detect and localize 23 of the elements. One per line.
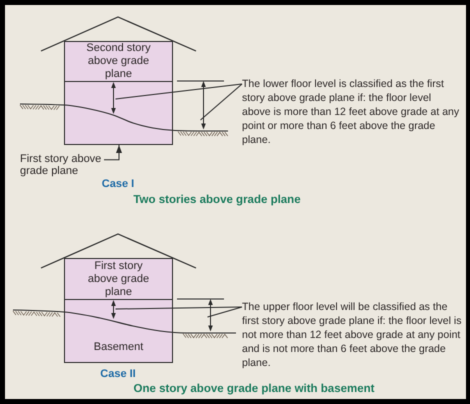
case-caption: One story above grade plane with basement — [134, 383, 374, 395]
story-section — [64, 299, 173, 363]
note-text: The lower floor level is classified as the first story above grade plane if: the floor level above is more than 12 feet above grade at any point or more than 6 feet above the grade plane. — [242, 77, 462, 147]
case-label: Case II — [100, 368, 136, 380]
leader-arrow — [104, 144, 122, 160]
leader-line — [115, 84, 242, 100]
story-label: First story above grade plane — [86, 260, 150, 298]
dimension-arrow — [200, 81, 206, 130]
dimension-arrow — [208, 299, 212, 332]
story-section — [64, 258, 173, 300]
story-label: Second story above grade plane — [85, 42, 152, 81]
story-section — [64, 41, 173, 82]
note-text: The upper floor level will be classified as the first story above grade plane if: the floor level is not more than 12 feet above grade at any point and is not more than 6 feet above the grade plane. — [242, 300, 462, 370]
case-label: Case I — [102, 178, 134, 190]
case-caption: Two stories above grade plane — [133, 194, 301, 206]
story-section — [64, 81, 173, 145]
leader-line — [115, 306, 242, 310]
dimension-arrow — [110, 82, 116, 114]
leader-line — [207, 306, 242, 318]
dimension-arrow — [110, 300, 116, 318]
story-label: Basement — [94, 341, 144, 354]
callout-label: First story above grade plane — [20, 154, 104, 177]
leader-line — [200, 84, 242, 120]
